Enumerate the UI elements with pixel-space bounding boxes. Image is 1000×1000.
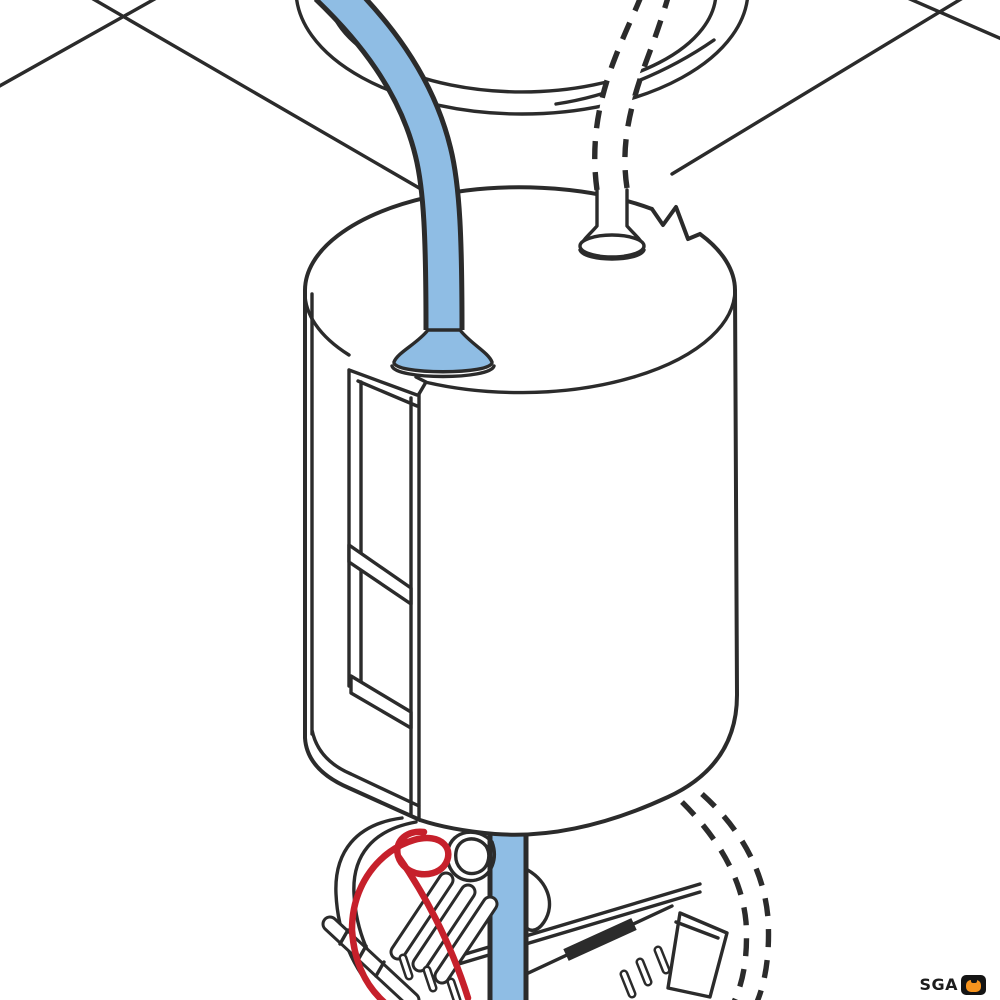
rear-grommet-base: [578, 233, 646, 259]
sga-logo-text: SGA: [919, 975, 958, 994]
front-grommet-lip: [390, 364, 496, 379]
blue-cable-upper-core: [320, 0, 460, 331]
cutout-outer-edge: [295, 0, 749, 116]
bracket-plate: [666, 911, 729, 999]
canister-fill: [305, 187, 737, 835]
channel-lines: [310, 292, 421, 820]
hidden-cable-lower: [680, 791, 772, 1000]
sga-logo-dot: [966, 980, 981, 992]
rear-grommet-lip: [578, 248, 646, 261]
cable-loops: [334, 816, 496, 1000]
mounting-channel: [310, 292, 421, 820]
hidden-cable-upper-edges: [592, 0, 671, 191]
rear-cable-grommet: [578, 188, 646, 261]
front-grommet-flare: [392, 328, 494, 374]
sga-logo: SGA: [919, 975, 986, 995]
terminal-screws: [401, 956, 459, 1000]
sga-logo-notch: [971, 978, 977, 983]
support-straps: [347, 543, 413, 730]
driver-wiring-assembly: [321, 816, 729, 1000]
red-wire: [348, 828, 472, 1000]
canister-top-rim: [303, 288, 737, 396]
hidden-cable-mask: [594, 0, 669, 194]
ceiling-grid-lines: [0, 0, 1000, 198]
canister-body: [303, 185, 739, 837]
bracket-pins: [622, 948, 668, 996]
hidden-cable-lower-edges: [680, 791, 772, 1000]
rod-dark-segment: [563, 918, 637, 961]
blue-cable-upper: [313, 0, 465, 331]
sga-logo-icon: [961, 975, 986, 995]
hidden-cable-upper: [592, 0, 671, 194]
bracket-plate-ridge: [674, 920, 720, 940]
ceiling-grid: [0, 0, 1000, 198]
front-cable-grommet: [390, 328, 496, 379]
